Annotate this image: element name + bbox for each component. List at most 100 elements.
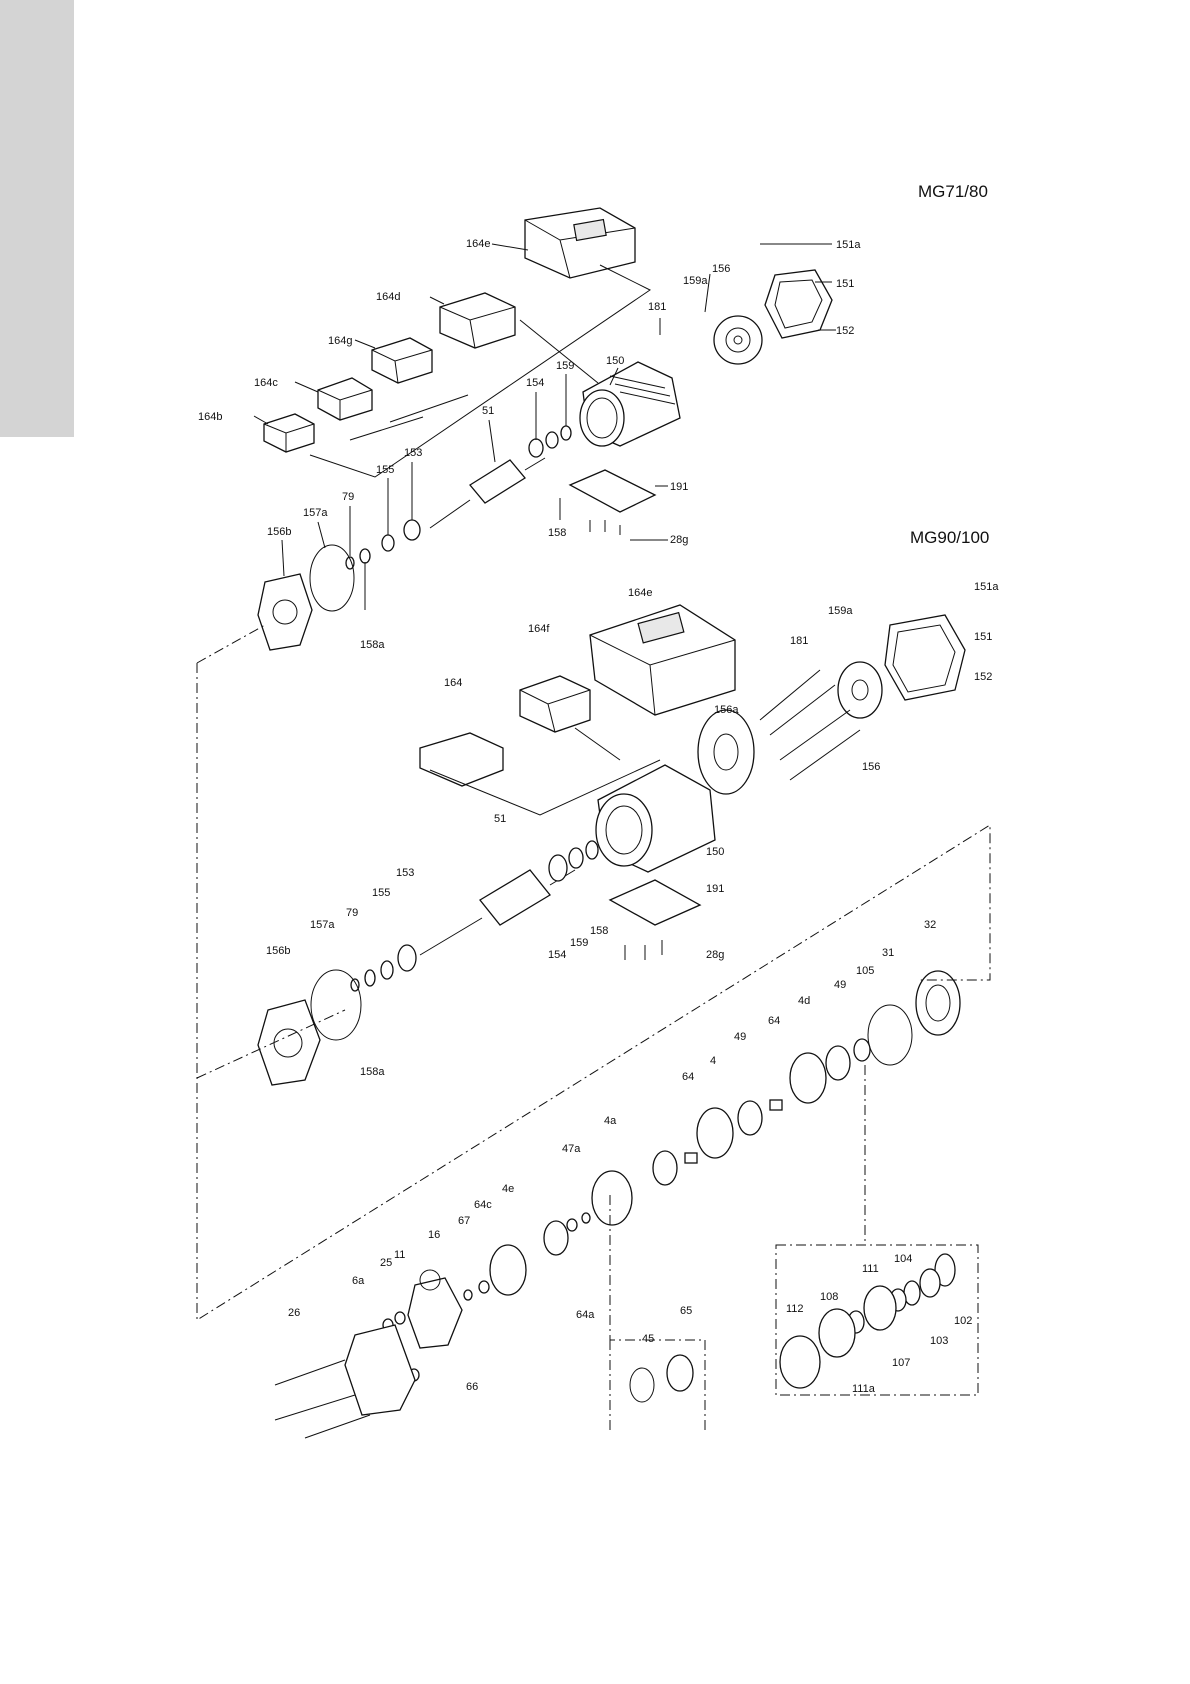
ring-155 — [381, 534, 395, 552]
label-152-top: 152 — [836, 325, 854, 337]
o-ring-157a-large — [310, 969, 362, 1041]
bottom-assembly — [257, 604, 966, 1086]
label-156a-bottom: 156a — [714, 704, 739, 716]
side-tab — [0, 0, 74, 437]
label-102: 102 — [954, 1315, 972, 1327]
label-151-bottom: 151 — [974, 631, 992, 643]
terminal-box-164f — [519, 675, 591, 733]
label-164e-top: 164e — [466, 238, 490, 250]
label-47a: 47a — [562, 1143, 581, 1155]
seal-111 — [863, 1285, 897, 1331]
label-156-top: 156 — [712, 263, 730, 275]
label-153-bottom: 153 — [396, 867, 414, 879]
spacer-64 — [769, 1099, 783, 1111]
o-ring-31 — [867, 1004, 913, 1066]
label-164-bottom: 164 — [444, 677, 462, 689]
label-150-bottom: 150 — [706, 846, 724, 858]
label-4: 4 — [710, 1055, 716, 1067]
ring-67 — [463, 1289, 473, 1301]
ring-112 — [779, 1335, 821, 1389]
label-111: 111 — [862, 1263, 879, 1275]
label-32: 32 — [924, 919, 936, 931]
impeller-c — [652, 1150, 678, 1186]
label-164d-top: 164d — [376, 291, 400, 303]
label-156-bottom: 156 — [862, 761, 880, 773]
terminal-box-164 — [419, 732, 504, 787]
fan-156 — [713, 315, 763, 365]
bracket-191 — [568, 469, 657, 535]
label-158a-top: 158a — [360, 639, 385, 651]
label-64c: 64c — [474, 1199, 492, 1211]
impeller-d — [543, 1220, 569, 1256]
label-164b-top: 164b — [198, 411, 222, 423]
rotor-51-large — [419, 869, 576, 956]
spring-108 — [818, 1308, 856, 1358]
spacer-64-b — [684, 1152, 698, 1164]
label-150-top: 150 — [606, 355, 624, 367]
ring-159 — [560, 425, 572, 441]
chamber-4e — [489, 1244, 527, 1296]
dashed-path-shield-top — [196, 624, 266, 664]
label-104: 104 — [894, 1253, 912, 1265]
terminal-box-164c — [317, 377, 373, 421]
part-labels: 164e 151a 156 159a 151 164d 181 152 164g… — [198, 238, 999, 1395]
label-11: 11 — [394, 1249, 405, 1261]
fan-cover-151 — [764, 269, 833, 339]
label-159a-top: 159a — [683, 275, 708, 287]
label-103: 103 — [930, 1335, 948, 1347]
label-6a: 6a — [352, 1275, 365, 1287]
label-49-b: 49 — [734, 1031, 746, 1043]
label-158-bottom: 158 — [590, 925, 608, 937]
label-64-b: 64 — [682, 1071, 694, 1083]
label-105: 105 — [856, 965, 874, 977]
label-191-top: 191 — [670, 481, 688, 493]
label-51-bottom: 51 — [494, 813, 506, 825]
ring-64c — [478, 1280, 490, 1294]
ring-47a — [566, 1218, 578, 1232]
ring-159-large — [568, 847, 584, 869]
rotor-51 — [429, 457, 546, 529]
bearing-153 — [403, 519, 421, 541]
ring-158 — [545, 431, 559, 449]
label-45: 45 — [642, 1333, 654, 1345]
label-191-bottom: 191 — [706, 883, 724, 895]
end-shield-156b — [257, 573, 313, 651]
dashed-path-shield — [196, 1009, 346, 1079]
ring-158-large — [585, 840, 599, 860]
fan-156-large — [837, 661, 883, 719]
label-153-top: 153 — [404, 447, 422, 459]
label-158-top: 158 — [548, 527, 566, 539]
washer-154 — [528, 438, 544, 458]
label-151-top: 151 — [836, 278, 854, 290]
chamber-4 — [696, 1107, 734, 1159]
label-107: 107 — [892, 1357, 910, 1369]
label-4a: 4a — [604, 1115, 617, 1127]
label-65: 65 — [680, 1305, 692, 1317]
label-108: 108 — [820, 1291, 838, 1303]
ring-158a — [359, 548, 371, 564]
staybolts-26 — [274, 1359, 371, 1439]
end-shield-156a — [697, 709, 755, 795]
o-ring-157a — [309, 544, 355, 612]
label-155-top: 155 — [376, 464, 394, 476]
o-ring-65 — [666, 1354, 694, 1392]
label-16: 16 — [428, 1229, 440, 1241]
label-28g-bottom: 28g — [706, 949, 724, 961]
ring-79-large — [350, 978, 360, 992]
terminal-box-164b — [263, 413, 315, 453]
label-79-bottom: 79 — [346, 907, 358, 919]
ring-158a-large — [364, 969, 376, 987]
end-shield-156b-large — [257, 999, 321, 1086]
base-plate-6a — [344, 1324, 416, 1416]
label-79-top: 79 — [342, 491, 354, 503]
seal-105 — [853, 1038, 871, 1062]
ring-79 — [345, 556, 355, 570]
label-25: 25 — [380, 1257, 392, 1269]
leader-lines-top — [253, 243, 836, 610]
bearing-153-large — [397, 944, 417, 972]
chamber-4d — [789, 1052, 827, 1104]
label-49: 49 — [834, 979, 846, 991]
label-154-bottom: 154 — [548, 949, 566, 961]
bearing-154-large — [548, 854, 568, 882]
